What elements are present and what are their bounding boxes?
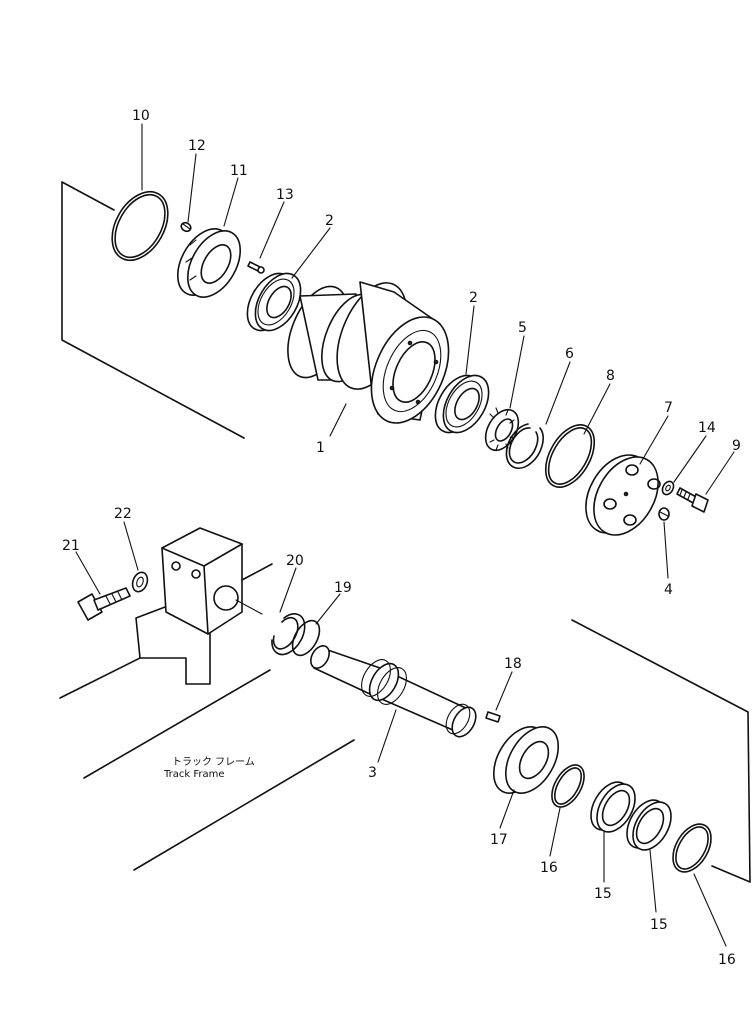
label-14: 10 (132, 108, 150, 124)
label-1: 1 (316, 440, 325, 456)
part-12-cover (176, 228, 242, 298)
part-15-floating-seal-b (626, 799, 672, 851)
part-2-bearing-left (246, 272, 302, 332)
label-16-a: 16 (540, 860, 558, 876)
part-20-snap-ring (271, 613, 306, 656)
part-2-bearing-right (434, 374, 490, 434)
part-21-bolt (77, 587, 131, 621)
part-11-pin (247, 261, 265, 274)
label-22: 22 (114, 506, 132, 522)
part-22-washer (131, 571, 149, 593)
label-10: 14 (698, 420, 716, 436)
part-labels: 10 12 11 13 2 2 5 6 8 7 14 9 4 1 22 21 2… (62, 108, 741, 968)
label-19: 19 (334, 580, 352, 596)
part-1-roller (287, 281, 450, 424)
label-2-right: 2 (469, 290, 478, 306)
label-15-b: 15 (650, 917, 668, 933)
part-16-o-ring-b (672, 823, 712, 873)
part-8-o-ring (544, 424, 596, 488)
part-14-o-ring (111, 190, 169, 262)
label-7: 7 (664, 400, 673, 416)
label-12: 11 (230, 163, 248, 179)
assembly-boundary-lines (59, 181, 751, 883)
label-9: 9 (732, 438, 741, 454)
part-17-seal-housing (492, 726, 560, 794)
part-16-o-ring-a (551, 764, 585, 808)
track-frame-bracket (135, 527, 273, 685)
label-21: 21 (62, 538, 80, 554)
label-8: 8 (606, 368, 615, 384)
label-6: 6 (565, 346, 574, 362)
label-18: 18 (504, 656, 522, 672)
part-10-washer (661, 480, 675, 496)
part-15-floating-seal-a (590, 781, 636, 833)
part-18-pin (485, 711, 501, 723)
part-9-bolt (676, 487, 709, 513)
label-15-a: 15 (594, 886, 612, 902)
part-19-o-ring (291, 619, 321, 657)
label-2-left: 2 (325, 213, 334, 229)
part-4-plug (658, 507, 670, 521)
part-6-snap-ring (505, 423, 544, 470)
label-13: 12 (188, 138, 206, 154)
part-13-plug (180, 221, 192, 233)
label-5: 5 (518, 320, 527, 336)
part-7-end-cover (585, 454, 661, 536)
part-3-shaft (310, 645, 477, 738)
track-frame-label-jp: トラック フレーム (172, 756, 255, 768)
track-frame-label-en: Track Frame (163, 769, 225, 780)
label-16-b: 16 (718, 952, 736, 968)
label-20: 20 (286, 553, 304, 569)
label-4: 4 (664, 582, 673, 598)
label-17: 17 (490, 832, 508, 848)
label-11: 13 (276, 187, 294, 203)
label-3: 3 (368, 765, 377, 781)
leader-lines (75, 123, 735, 947)
track-frame-caption: トラック フレーム Track Frame (163, 756, 255, 780)
